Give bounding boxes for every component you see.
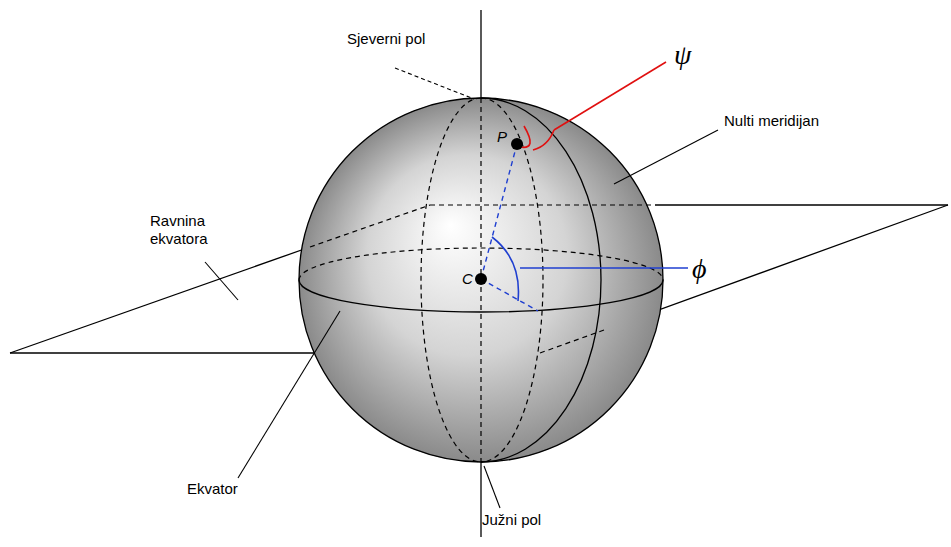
angle-symbol: ϕ <box>692 252 707 286</box>
pole-label: Sjeverni pol <box>347 30 427 48</box>
meridian-label: Nulti meridijan <box>724 112 819 130</box>
plane-label: Ravnina ekvatora <box>150 212 240 248</box>
angle-symbol: ψ <box>674 38 691 72</box>
equator-label: Ekvator <box>187 480 238 498</box>
point-label: C <box>462 270 473 288</box>
point-label: P <box>497 128 507 146</box>
pole-label: Južni pol <box>482 511 541 529</box>
